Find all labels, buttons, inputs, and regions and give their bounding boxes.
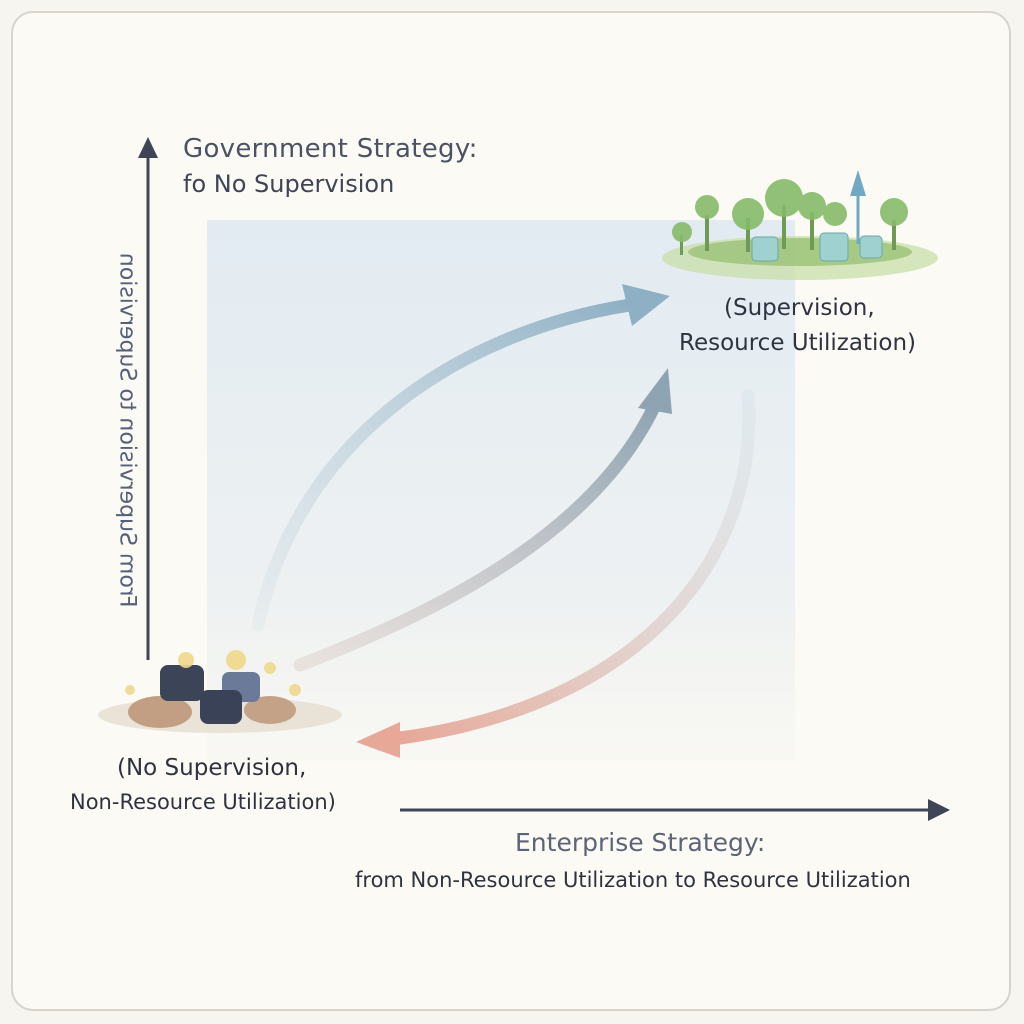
vertical-axis	[138, 137, 158, 660]
vertical-axis-side-label: From Supervision to Supervision	[114, 252, 140, 608]
quadrant-panel	[207, 220, 795, 760]
axis-arrowhead-up-icon	[138, 137, 158, 158]
enterprise-strategy-subtitle: from Non-Resource Utilization to Resourc…	[355, 868, 911, 892]
top-right-node-label-line1: (Supervision,	[724, 295, 875, 321]
horizontal-axis	[400, 799, 950, 821]
government-strategy-title: Government Strategy:	[183, 134, 478, 164]
axis-arrowhead-right-icon	[928, 799, 950, 821]
top-right-node-label-line2: Resource Utilization)	[679, 330, 917, 356]
bottom-left-node-label-line2: Non-Resource Utilization)	[70, 790, 336, 814]
government-strategy-subtitle: fo No Supervision	[183, 170, 395, 198]
green-landscape-icon	[662, 170, 938, 280]
arrow-inner-to-resource	[293, 368, 672, 672]
bottom-left-node-label-line1: (No Supervision,	[117, 755, 307, 781]
arrow-return-to-no-supervision	[356, 388, 756, 758]
enterprise-strategy-title: Enterprise Strategy:	[515, 828, 766, 857]
arrow-outer-to-resource	[251, 284, 670, 632]
rock-pile-icon	[98, 650, 342, 733]
